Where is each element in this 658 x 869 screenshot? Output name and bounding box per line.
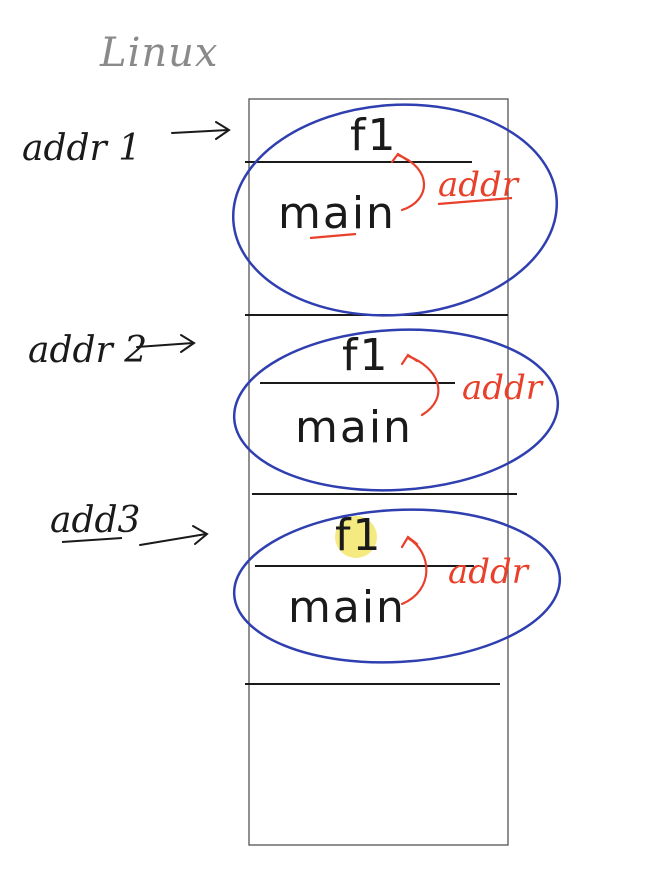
underline-mark xyxy=(61,537,123,543)
stack-column xyxy=(248,98,509,846)
return-arrow-icon xyxy=(390,152,409,164)
arrow-icon xyxy=(215,121,231,140)
frame-bottom-label: main xyxy=(278,188,396,239)
return-address-label: addr xyxy=(462,368,543,408)
return-arrow-icon xyxy=(400,353,419,366)
cursor-highlight xyxy=(335,516,377,558)
frame-top-label: f1 xyxy=(335,510,383,561)
return-address-label: addr xyxy=(448,552,529,592)
frame-top-label: f1 xyxy=(350,110,398,161)
address-label: addr 2 xyxy=(28,330,148,371)
arrow-icon xyxy=(192,525,209,545)
arrow-icon xyxy=(139,533,207,546)
frame-top-label: f1 xyxy=(342,330,390,381)
frame-bottom-label: main xyxy=(295,402,413,453)
frame-bottom-label: main xyxy=(288,582,406,633)
return-address-label: addr xyxy=(438,165,519,205)
address-label: add3 xyxy=(50,500,141,541)
return-arrow-icon xyxy=(396,153,426,212)
frame-circle xyxy=(232,508,562,664)
return-arrow-icon xyxy=(400,535,419,549)
arrow-icon xyxy=(171,129,229,134)
underline-mark xyxy=(437,196,513,206)
underline-mark xyxy=(309,232,357,240)
page-title: Linux xyxy=(100,30,219,76)
arrow-icon xyxy=(136,342,194,348)
arrow-icon xyxy=(180,334,196,353)
address-label: addr 1 xyxy=(22,128,142,169)
frame-circle xyxy=(231,103,559,317)
frame-circle xyxy=(232,328,560,492)
